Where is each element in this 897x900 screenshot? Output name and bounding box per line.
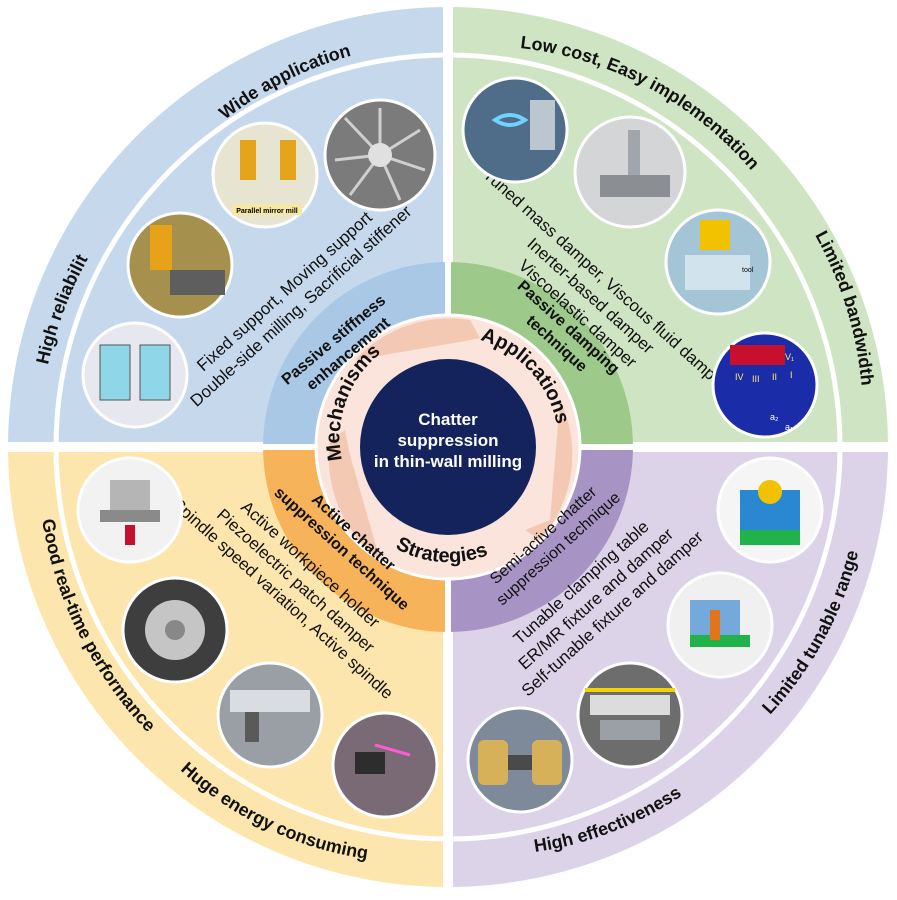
roman-iii: III xyxy=(752,374,760,384)
label-a1: a₁ xyxy=(785,422,793,432)
roman-ii: II xyxy=(772,372,777,382)
photo-parallel-mirror-mill: Parallel mirror mill xyxy=(211,121,319,229)
photo-er-mr-fixture xyxy=(666,571,774,679)
photo-inerter-damper: tool xyxy=(664,208,772,316)
photo-active-holder xyxy=(76,456,184,564)
photo-tuned-mass-damper xyxy=(461,76,569,184)
photo-moving-support xyxy=(126,211,234,319)
photo-active-spindle xyxy=(331,711,439,819)
photo-fixture-support xyxy=(81,321,189,429)
center-line-3: in thin-wall milling xyxy=(374,452,522,471)
photo-viscoelastic-damper: IV III II I V₁ a₂ a₁ xyxy=(711,331,819,439)
photo-viscous-fluid-damper xyxy=(573,115,687,229)
center-line-2: suppression xyxy=(397,431,498,450)
photo-blade-disk xyxy=(323,98,437,212)
photo-tunable-table xyxy=(716,456,824,564)
label-v1: V₁ xyxy=(785,352,794,362)
cycle-arrow-3 xyxy=(328,430,380,560)
photo-clamping-magnets xyxy=(466,706,574,814)
roman-i: I xyxy=(790,370,793,380)
tool-caption: tool xyxy=(742,267,754,274)
label-a2: a₂ xyxy=(770,412,779,422)
center-line-1: Chatter xyxy=(418,410,478,429)
center-circle xyxy=(360,359,536,535)
rim-separator xyxy=(53,52,843,842)
photo-self-tunable-fixture xyxy=(576,661,684,769)
cycle-arrow-2 xyxy=(525,400,573,540)
cycle-arrow-1 xyxy=(355,318,480,360)
roman-iv: IV xyxy=(735,372,744,382)
parallel-mirror-caption: Parallel mirror mill xyxy=(236,208,298,215)
photo-spindle-variation xyxy=(216,661,324,769)
photo-piezo-patch xyxy=(121,576,229,684)
